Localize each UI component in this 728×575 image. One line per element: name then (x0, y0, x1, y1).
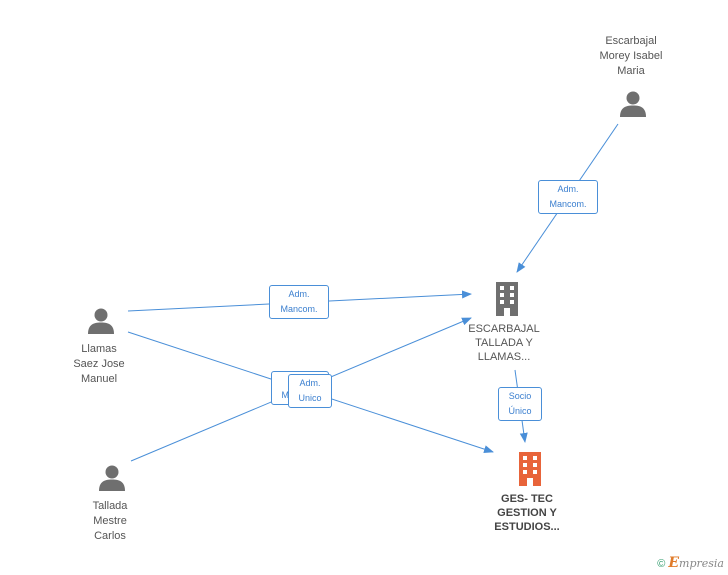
person-icon[interactable] (87, 307, 115, 335)
company-label-gestec[interactable]: GES- TEC GESTION Y ESTUDIOS... (477, 492, 577, 534)
person-label-tallada[interactable]: Tallada Mestre Carlos (55, 499, 165, 544)
person-name-line: Llamas (81, 343, 117, 355)
edge-label-line: Adm. (288, 289, 310, 299)
person-name-line: Tallada (92, 500, 128, 512)
building-icon-focus[interactable] (516, 452, 544, 486)
company-name-line: GESTION Y (497, 507, 557, 519)
person-name-line: Carlos (94, 530, 126, 542)
edge-label-adm-mancom: Adm. Mancom. (538, 180, 598, 214)
footer-brand: © Empresia (657, 555, 724, 571)
edge-label-line: Socio (508, 391, 532, 401)
person-icon[interactable] (619, 90, 647, 118)
logo-text: mpresia (679, 557, 724, 570)
edge-label-line: Mancom. (549, 199, 587, 209)
edge-label-line: Adm. (557, 184, 579, 194)
company-name-line: GES- TEC (501, 493, 553, 505)
person-name-line: Escarbajal (605, 35, 657, 47)
empresia-logo: Empresia (668, 555, 724, 571)
company-name-line: ESTUDIOS... (494, 521, 560, 533)
edge-label-line: Unico (298, 393, 322, 403)
company-label-escarbajal-tallada[interactable]: ESCARBAJAL TALLADA Y LLAMAS... (454, 322, 554, 364)
edge-label-socio-unico: Socio Único (498, 387, 542, 421)
person-name-line: Maria (617, 65, 645, 77)
edge-label-line: Único (508, 406, 532, 416)
person-name-line: Manuel (80, 373, 118, 385)
building-icon[interactable] (493, 282, 521, 316)
person-label-llamas[interactable]: Llamas Saez Jose Manuel (44, 342, 154, 387)
person-name-line: Saez Jose (73, 358, 125, 370)
company-name-line: ESCARBAJAL (468, 323, 540, 335)
person-label-escarbajal[interactable]: Escarbajal Morey Isabel Maria (576, 34, 686, 79)
copyright-symbol: © (657, 558, 666, 570)
person-name-line: Morey Isabel (599, 50, 663, 62)
person-icon[interactable] (98, 464, 126, 492)
edge-label-adm-unico: Adm. Unico (288, 374, 332, 408)
edge-label-adm-mancom: Adm. Mancom. (269, 285, 329, 319)
company-name-line: TALLADA Y (475, 337, 533, 349)
edge-label-line: Mancom. (280, 304, 318, 314)
person-name-line: Mestre (93, 515, 127, 527)
company-name-line: LLAMAS... (477, 351, 531, 363)
edge-label-line: Adm. (299, 378, 321, 388)
logo-initial: E (668, 555, 680, 571)
